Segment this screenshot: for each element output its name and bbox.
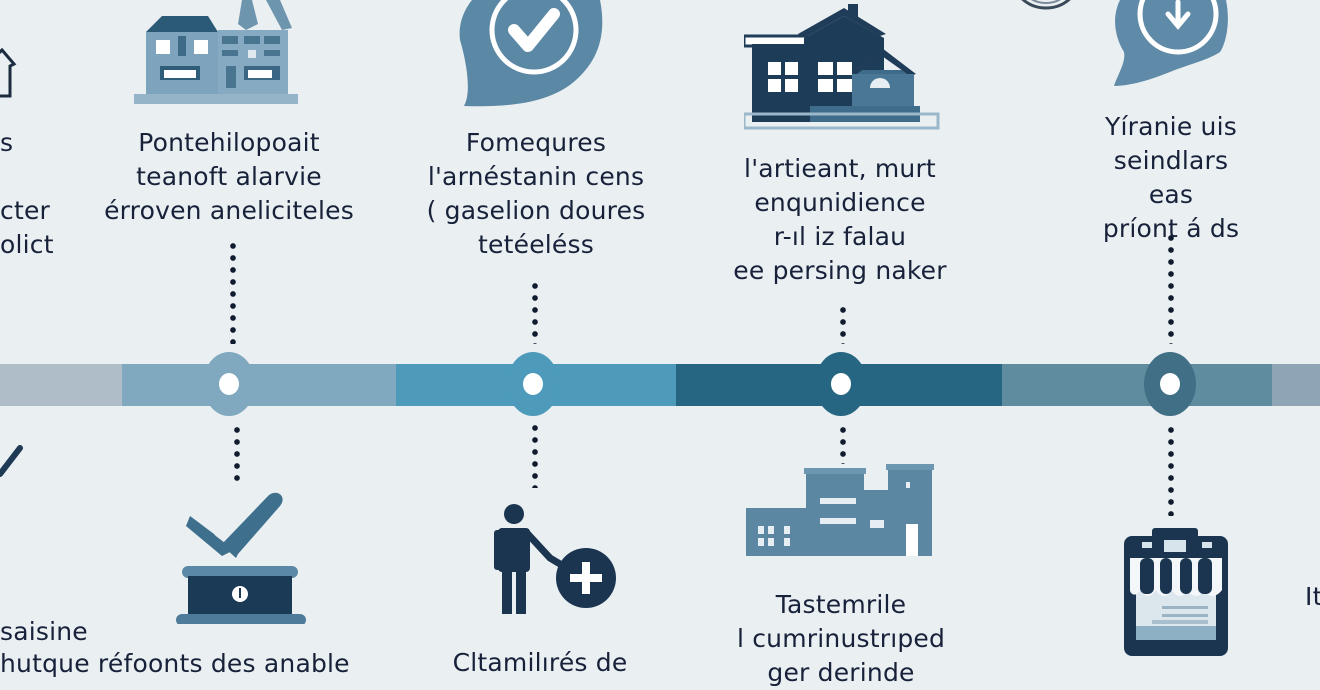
bottom-label-1: saisine hutque réfoonts des anable: [0, 617, 350, 678]
bottom-label-4: Tastemrile l cumrinustrıped ger derinde: [736, 590, 946, 687]
timeline-segment: [122, 364, 396, 406]
townhouse-building-icon: [134, 0, 298, 106]
connector-dots: [840, 424, 846, 464]
timeline-node-4[interactable]: [1144, 352, 1196, 416]
timeline-node-2[interactable]: [507, 352, 559, 416]
factory-building-icon: [746, 464, 938, 558]
timeline-bar: [0, 364, 1320, 406]
top-label-4: l'artieant, murt enqunidience r-ıl iz fa…: [733, 154, 947, 285]
ring-outline-icon: [1006, 0, 1086, 10]
node-center-dot: [1160, 373, 1180, 395]
connector-dots: [1168, 424, 1174, 516]
node-center-dot: [523, 373, 543, 395]
bottom-label-3: Cltamilırés de: [452, 648, 628, 677]
person-add-icon[interactable]: [490, 502, 620, 618]
checkmark-badge-icon: [458, 0, 608, 108]
connector-dots: [230, 240, 236, 344]
top-label-2: Pontehilopoait teanoft alarvie érroven a…: [104, 128, 354, 225]
connector-dots: [234, 424, 240, 486]
top-label-3: Fomequres l'arnéstanin cens ( gaselion d…: [426, 128, 646, 259]
node-center-dot: [831, 373, 851, 395]
checkmark-partial-icon: [0, 444, 24, 484]
bottom-label-6: It: [1305, 582, 1320, 611]
storefront-icon[interactable]: [1122, 528, 1232, 658]
connector-dots: [532, 422, 538, 488]
connector-dots: [1168, 232, 1174, 344]
download-badge-icon: [1110, 0, 1236, 88]
house-outline-icon: [0, 40, 20, 100]
timeline-segment: [1002, 364, 1272, 406]
timeline-node-1[interactable]: [203, 352, 255, 416]
top-label-5: Yíranie uis seindlars eas príont á ds: [1102, 112, 1240, 243]
family-house-icon: [744, 2, 940, 130]
timeline-segment: [0, 364, 122, 406]
connector-dots: [840, 304, 846, 344]
top-label-1: s cter olict: [0, 128, 54, 259]
timeline-node-3[interactable]: [815, 352, 867, 416]
timeline-segment: [1272, 364, 1320, 406]
connector-dots: [532, 280, 538, 344]
ballot-box-check-icon: [176, 484, 306, 624]
node-center-dot: [219, 373, 239, 395]
